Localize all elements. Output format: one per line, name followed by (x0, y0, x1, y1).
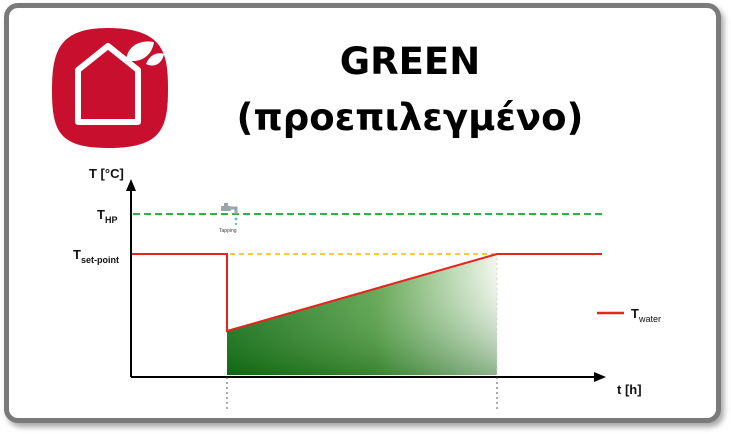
x-axis-label: t [h] (617, 382, 642, 397)
water-tap-icon (221, 203, 238, 226)
y-axis-label: T [°C] (89, 166, 124, 181)
home-leaf-icon (52, 28, 168, 148)
y-tick-setpoint: Tset-point (73, 247, 119, 265)
tapping-label: Tapping (219, 228, 237, 234)
page-title: GREEN (339, 40, 481, 83)
water-temp-line (132, 253, 602, 333)
axes (126, 179, 606, 382)
legend-label: Twater (631, 306, 661, 324)
legend: Twater (597, 306, 661, 324)
y-tick-hp: THP (97, 207, 117, 225)
page-subtitle: (προεπιλεγμένο) (236, 96, 584, 139)
